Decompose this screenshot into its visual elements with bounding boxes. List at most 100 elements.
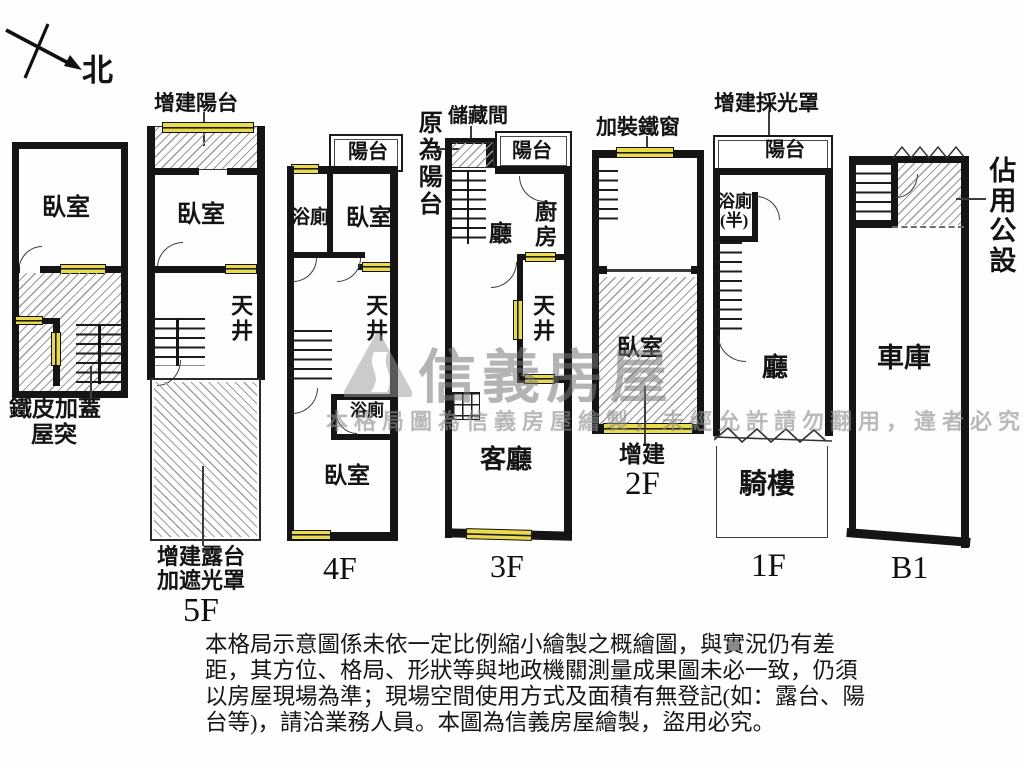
wall — [697, 150, 704, 434]
north-label: 北 — [82, 53, 113, 88]
annotation-addition: 增建 — [619, 442, 665, 467]
wall — [147, 168, 199, 175]
wall — [147, 266, 265, 273]
sliding-door-line — [603, 269, 697, 272]
window-marker — [362, 262, 391, 272]
leader-line — [90, 366, 92, 398]
room-label-bath-lower: 浴廁 — [350, 401, 384, 420]
annotation-added-balcony: 增建陽台 — [154, 91, 238, 115]
wall — [592, 150, 599, 434]
wall — [445, 138, 452, 538]
annotation-iron-window: 加裝鐵窗 — [596, 115, 680, 139]
arcade-outline — [716, 446, 828, 538]
annotation-roof-cover: 鐵皮加蓋 — [9, 396, 101, 421]
watermark-brand-text: 信義房屋 — [418, 345, 675, 410]
door-jamb — [691, 266, 699, 274]
dashed-boundary — [892, 225, 964, 228]
wall — [12, 142, 128, 149]
wall — [849, 156, 856, 532]
wall — [564, 166, 572, 540]
wall — [12, 266, 20, 273]
floor-label-4f: 4F — [323, 550, 357, 586]
wall — [713, 236, 758, 242]
room-label-bedroom: 臥室 — [177, 202, 225, 228]
stair-divider — [98, 324, 101, 384]
leader-line — [646, 136, 648, 150]
room-label-garage: 車庫 — [877, 343, 931, 373]
stairs — [452, 170, 486, 244]
canopy-zigzag — [893, 145, 965, 160]
room-label-balcony: 陽台 — [512, 140, 552, 162]
stairs — [716, 242, 742, 336]
annotation-public-area: 佔用公設 — [985, 156, 1016, 276]
wall — [147, 126, 155, 170]
window-marker — [291, 530, 331, 540]
room-label-bath-half: (半) — [720, 211, 749, 230]
stair-divider — [467, 170, 469, 244]
room-label-bedroom-lower: 臥室 — [324, 463, 370, 488]
wall — [825, 168, 833, 436]
terrace-hatch — [154, 382, 257, 537]
stairs — [290, 330, 332, 386]
leader-line — [470, 126, 472, 142]
wall — [849, 221, 898, 228]
balcony-outline — [495, 131, 572, 171]
room-label-bedroom: 臥室 — [42, 195, 90, 221]
floor-label-2f: 2F — [625, 466, 660, 502]
window-marker — [525, 252, 556, 262]
room-label-balcony: 陽台 — [348, 141, 388, 163]
wall — [287, 166, 397, 174]
wall — [849, 156, 968, 163]
wall — [227, 168, 265, 175]
watermark-notice-text: 本格局圖為信義房屋繪製，未經允許請勿翻用，違者必究 — [326, 409, 1024, 434]
annotation-former-balcony: 原為陽台 — [414, 110, 441, 218]
terrace-outline — [150, 378, 261, 541]
hatched-addition-area — [599, 277, 697, 424]
wall — [495, 166, 572, 174]
floor-label-3f: 3F — [490, 548, 524, 584]
wall — [287, 252, 365, 258]
room-label-balcony: 陽台 — [765, 139, 805, 161]
room-label-living: 客廳 — [480, 445, 533, 474]
leader-line — [644, 386, 646, 444]
window-marker — [524, 374, 555, 384]
wall — [331, 394, 337, 440]
room-label-bath: 浴廁 — [291, 207, 330, 228]
disclaimer-line: 台等)，請洽業務人員。本圖為信義房屋繪製，盜用必究。 — [205, 710, 775, 735]
room-label-bedroom: 臥室 — [346, 205, 392, 230]
room-label-lightwell: 天井 — [228, 294, 254, 344]
annotation-light-cover: 加遮光罩 — [157, 568, 246, 593]
wall — [891, 160, 898, 226]
floor-label-b1: B1 — [891, 549, 929, 585]
sinyi-logo-icon — [344, 334, 412, 397]
disclaimer-line: 以房屋現場為準；現場空間使用方式及面積有無登記(如：露台、陽 — [205, 684, 865, 709]
wall — [445, 138, 499, 144]
window-marker — [603, 423, 693, 434]
room-label-hall: 廳 — [489, 221, 512, 246]
annotation-storage: 儲藏間 — [448, 105, 508, 127]
room-label-lightwell: 天井 — [530, 294, 556, 344]
door-jamb — [599, 266, 607, 274]
folding-door-zigzag — [714, 426, 832, 444]
disclaimer-line: 距，其方位、格局、形狀等與地政機關測量成果圖未必一致，仍須 — [205, 658, 858, 683]
window-marker — [513, 300, 523, 340]
window-marker — [15, 316, 43, 325]
wall — [752, 192, 758, 242]
disclaimer-line: 本格局示意圖係未依一定比例縮小繪製之概繪圖，與實況仍有差 — [205, 632, 836, 657]
railing-grid — [452, 392, 480, 420]
wall — [331, 434, 398, 440]
stair-divider — [176, 318, 179, 366]
floor-label-1f: 1F — [751, 548, 786, 584]
room-label-bath: 浴廁 — [718, 192, 752, 211]
wall — [390, 166, 398, 540]
window-marker — [51, 332, 61, 366]
wall — [12, 391, 128, 398]
floor-label-5f: 5F — [183, 592, 219, 629]
